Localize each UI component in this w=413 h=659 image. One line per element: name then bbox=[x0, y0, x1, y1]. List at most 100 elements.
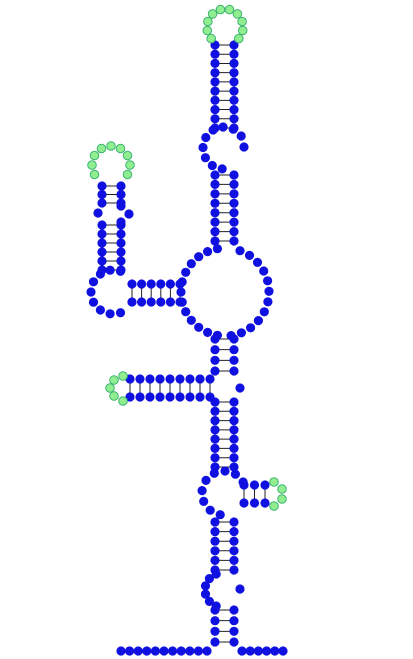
nucleotide bbox=[210, 104, 220, 115]
loop-nucleotide bbox=[89, 150, 100, 161]
nucleotide bbox=[137, 297, 147, 307]
loop-nucleotide bbox=[224, 4, 235, 15]
nucleotide bbox=[210, 536, 220, 546]
nucleotide bbox=[235, 246, 245, 256]
nucleotide bbox=[212, 330, 222, 340]
nucleotide bbox=[210, 58, 220, 69]
nucleotide bbox=[97, 256, 107, 266]
loop-nucleotide bbox=[277, 494, 287, 504]
nucleotide bbox=[156, 297, 166, 307]
nucleotide bbox=[165, 374, 175, 384]
nucleotide bbox=[97, 247, 107, 257]
nucleotide bbox=[229, 605, 239, 615]
nucleotide bbox=[210, 546, 220, 556]
nucleotide bbox=[229, 397, 239, 407]
loop-nucleotide bbox=[87, 160, 97, 170]
loop-nucleotide bbox=[106, 141, 116, 151]
nucleotide bbox=[239, 480, 249, 490]
nucleotide bbox=[210, 406, 220, 416]
nucleotide bbox=[116, 265, 126, 275]
nucleotide bbox=[88, 277, 99, 287]
nucleotide bbox=[260, 480, 270, 490]
nucleotide bbox=[229, 189, 239, 199]
loop-nucleotide bbox=[109, 391, 119, 401]
nucleotide bbox=[168, 646, 178, 656]
loop-nucleotide bbox=[122, 169, 133, 180]
nucleotide bbox=[125, 392, 135, 402]
nucleotide bbox=[204, 596, 214, 607]
nucleotide bbox=[210, 179, 220, 189]
nucleotide bbox=[146, 297, 156, 307]
loop-nucleotide bbox=[118, 371, 128, 381]
nucleotide bbox=[210, 77, 220, 87]
nucleotide bbox=[229, 68, 239, 78]
nucleotide bbox=[197, 486, 207, 496]
nucleotide bbox=[252, 257, 263, 268]
nucleotide bbox=[97, 198, 107, 208]
nucleotide bbox=[239, 498, 249, 508]
nucleotide bbox=[229, 208, 239, 218]
nucleotide bbox=[125, 646, 135, 656]
nucleotide bbox=[210, 170, 220, 180]
loop-nucleotide bbox=[89, 169, 100, 180]
nucleotide bbox=[185, 392, 195, 402]
nucleotide bbox=[210, 345, 220, 355]
nucleotide bbox=[205, 392, 215, 402]
nucleotide bbox=[116, 189, 126, 200]
nucleotide bbox=[156, 279, 166, 289]
nucleotide bbox=[210, 189, 220, 199]
loop-nucleotide bbox=[125, 160, 135, 170]
nucleotide bbox=[146, 279, 156, 289]
nucleotide bbox=[229, 104, 239, 115]
nucleotide bbox=[210, 198, 220, 208]
nucleotide bbox=[229, 86, 239, 96]
nucleotide bbox=[229, 616, 239, 626]
loop-nucleotide bbox=[202, 25, 213, 36]
nucleotide bbox=[229, 170, 239, 180]
nucleotide bbox=[186, 315, 196, 325]
nucleotide bbox=[229, 565, 239, 575]
nucleotide bbox=[229, 217, 239, 227]
loop-nucleotide bbox=[118, 396, 128, 406]
nucleotide bbox=[137, 279, 147, 289]
nucleotide bbox=[205, 374, 215, 384]
nucleotide bbox=[116, 229, 126, 239]
nucleotide bbox=[200, 581, 211, 591]
nucleotide bbox=[127, 297, 137, 307]
nucleotide bbox=[97, 238, 107, 248]
loop-nucleotide bbox=[122, 150, 133, 161]
nucleotide bbox=[253, 316, 263, 326]
nucleotide bbox=[229, 198, 239, 208]
nucleotide bbox=[229, 526, 239, 537]
nucleotide bbox=[200, 153, 210, 163]
nucleotide bbox=[210, 462, 220, 472]
nucleotide bbox=[229, 416, 239, 426]
nucleotide bbox=[210, 425, 220, 435]
nucleotide bbox=[175, 374, 185, 384]
nucleotide bbox=[229, 40, 239, 50]
nucleotide bbox=[181, 267, 191, 277]
nucleotide bbox=[253, 646, 263, 656]
nucleotide bbox=[116, 217, 126, 227]
nucleotide bbox=[210, 236, 220, 246]
nucleotide bbox=[210, 114, 220, 124]
nucleotide bbox=[229, 366, 239, 376]
nucleotide bbox=[210, 555, 220, 566]
nucleotide bbox=[237, 646, 247, 656]
nucleotide bbox=[229, 462, 239, 472]
nucleotide bbox=[205, 505, 215, 515]
nucleotide bbox=[133, 646, 143, 656]
nucleotide bbox=[210, 86, 220, 96]
nucleotide bbox=[246, 323, 256, 333]
nucleotide bbox=[200, 589, 211, 599]
nucleotide bbox=[210, 49, 220, 59]
nucleotide bbox=[186, 259, 196, 269]
nucleotide bbox=[229, 114, 239, 124]
nucleotide bbox=[229, 425, 239, 435]
loop-nucleotide bbox=[237, 16, 247, 27]
loop-nucleotide bbox=[234, 33, 244, 44]
nucleotide bbox=[145, 392, 155, 402]
nucleotide bbox=[210, 626, 220, 636]
